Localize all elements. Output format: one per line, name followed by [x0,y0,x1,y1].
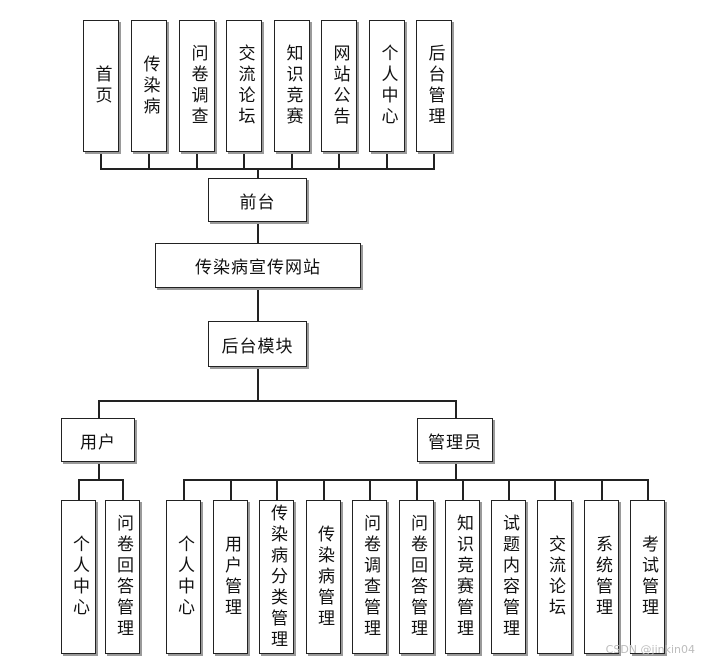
connector [243,152,245,169]
connector [455,400,457,418]
node-admin-survey-management: 问卷调查管理 [352,500,387,654]
node-user: 用户 [61,418,135,462]
connector [647,479,649,500]
node-label: 交流论坛 [545,535,565,619]
connector [122,479,124,500]
node-personal-center: 个人中心 [369,20,405,152]
connector [455,462,457,479]
node-label: 用户 [80,432,116,453]
connector [508,479,510,500]
node-label: 个人中心 [377,44,398,128]
connector [323,479,325,500]
connector [196,152,198,169]
node-disease: 传染病 [131,20,167,152]
connector [386,152,388,169]
node-forum: 交流论坛 [226,20,262,152]
connector [100,152,102,169]
node-backend: 后台模块 [208,321,307,367]
connector [100,168,435,170]
connector [433,152,435,169]
connector [98,400,100,418]
node-label: 传染病分类管理 [267,503,287,651]
node-label: 问卷回答管理 [113,514,133,640]
node-label: 知识竞赛 [282,44,303,128]
node-root: 传染病宣传网站 [155,243,361,288]
connector [291,152,293,169]
node-admin-disease-category: 传染病分类管理 [259,500,294,654]
node-admin-system-management: 系统管理 [584,500,619,654]
connector [554,479,556,500]
node-label: 交流论坛 [234,44,255,128]
connector [78,479,80,500]
node-label: 问卷调查管理 [360,514,380,640]
node-admin-quiz-management: 知识竞赛管理 [445,500,480,654]
node-label: 传染病管理 [314,524,334,630]
connector [78,479,124,481]
connector [230,479,232,500]
node-label: 首页 [91,65,112,107]
connector [257,288,259,321]
node-label: 个人中心 [174,535,194,619]
node-admin-exam-management: 考试管理 [630,500,665,654]
node-label: 个人中心 [69,535,89,619]
node-label: 知识竞赛管理 [453,514,473,640]
connector [276,479,278,500]
node-label: 问卷调查 [187,44,208,128]
connector [369,479,371,500]
node-admin: 管理员 [417,418,493,462]
node-admin-forum: 交流论坛 [537,500,572,654]
node-admin-question-management: 试题内容管理 [491,500,526,654]
node-label: 后台管理 [424,44,445,128]
connector [183,479,648,481]
node-home: 首页 [83,20,119,152]
node-label: 后台模块 [221,336,294,357]
node-user-answer-management: 问卷回答管理 [105,500,140,654]
node-quiz: 知识竞赛 [274,20,310,152]
connector [257,222,259,243]
connector [257,168,259,178]
node-label: 用户管理 [221,535,241,619]
connector [148,152,150,169]
node-label: 问卷回答管理 [407,514,427,640]
node-admin-disease-management: 传染病管理 [306,500,341,654]
node-label: 试题内容管理 [499,514,519,640]
connector [98,400,456,402]
node-label: 传染病宣传网站 [195,258,321,278]
connector [462,479,464,500]
connector [338,152,340,169]
connector [257,367,259,401]
node-survey: 问卷调查 [179,20,215,152]
node-label: 系统管理 [592,535,612,619]
connector [183,479,185,500]
node-label: 考试管理 [638,535,658,619]
watermark: CSDN @jinkin04 [605,643,695,656]
node-label: 管理员 [428,432,482,453]
node-label: 前台 [239,192,276,213]
node-admin-entry: 后台管理 [416,20,452,152]
connector [416,479,418,500]
node-frontend: 前台 [208,178,307,222]
node-announcement: 网站公告 [321,20,357,152]
connector [601,479,603,500]
node-user-personal-center: 个人中心 [61,500,96,654]
node-admin-user-management: 用户管理 [213,500,248,654]
node-admin-personal-center: 个人中心 [166,500,201,654]
connector [98,462,100,479]
node-label: 传染病 [139,54,160,118]
node-admin-answer-management: 问卷回答管理 [399,500,434,654]
node-label: 网站公告 [329,44,350,128]
